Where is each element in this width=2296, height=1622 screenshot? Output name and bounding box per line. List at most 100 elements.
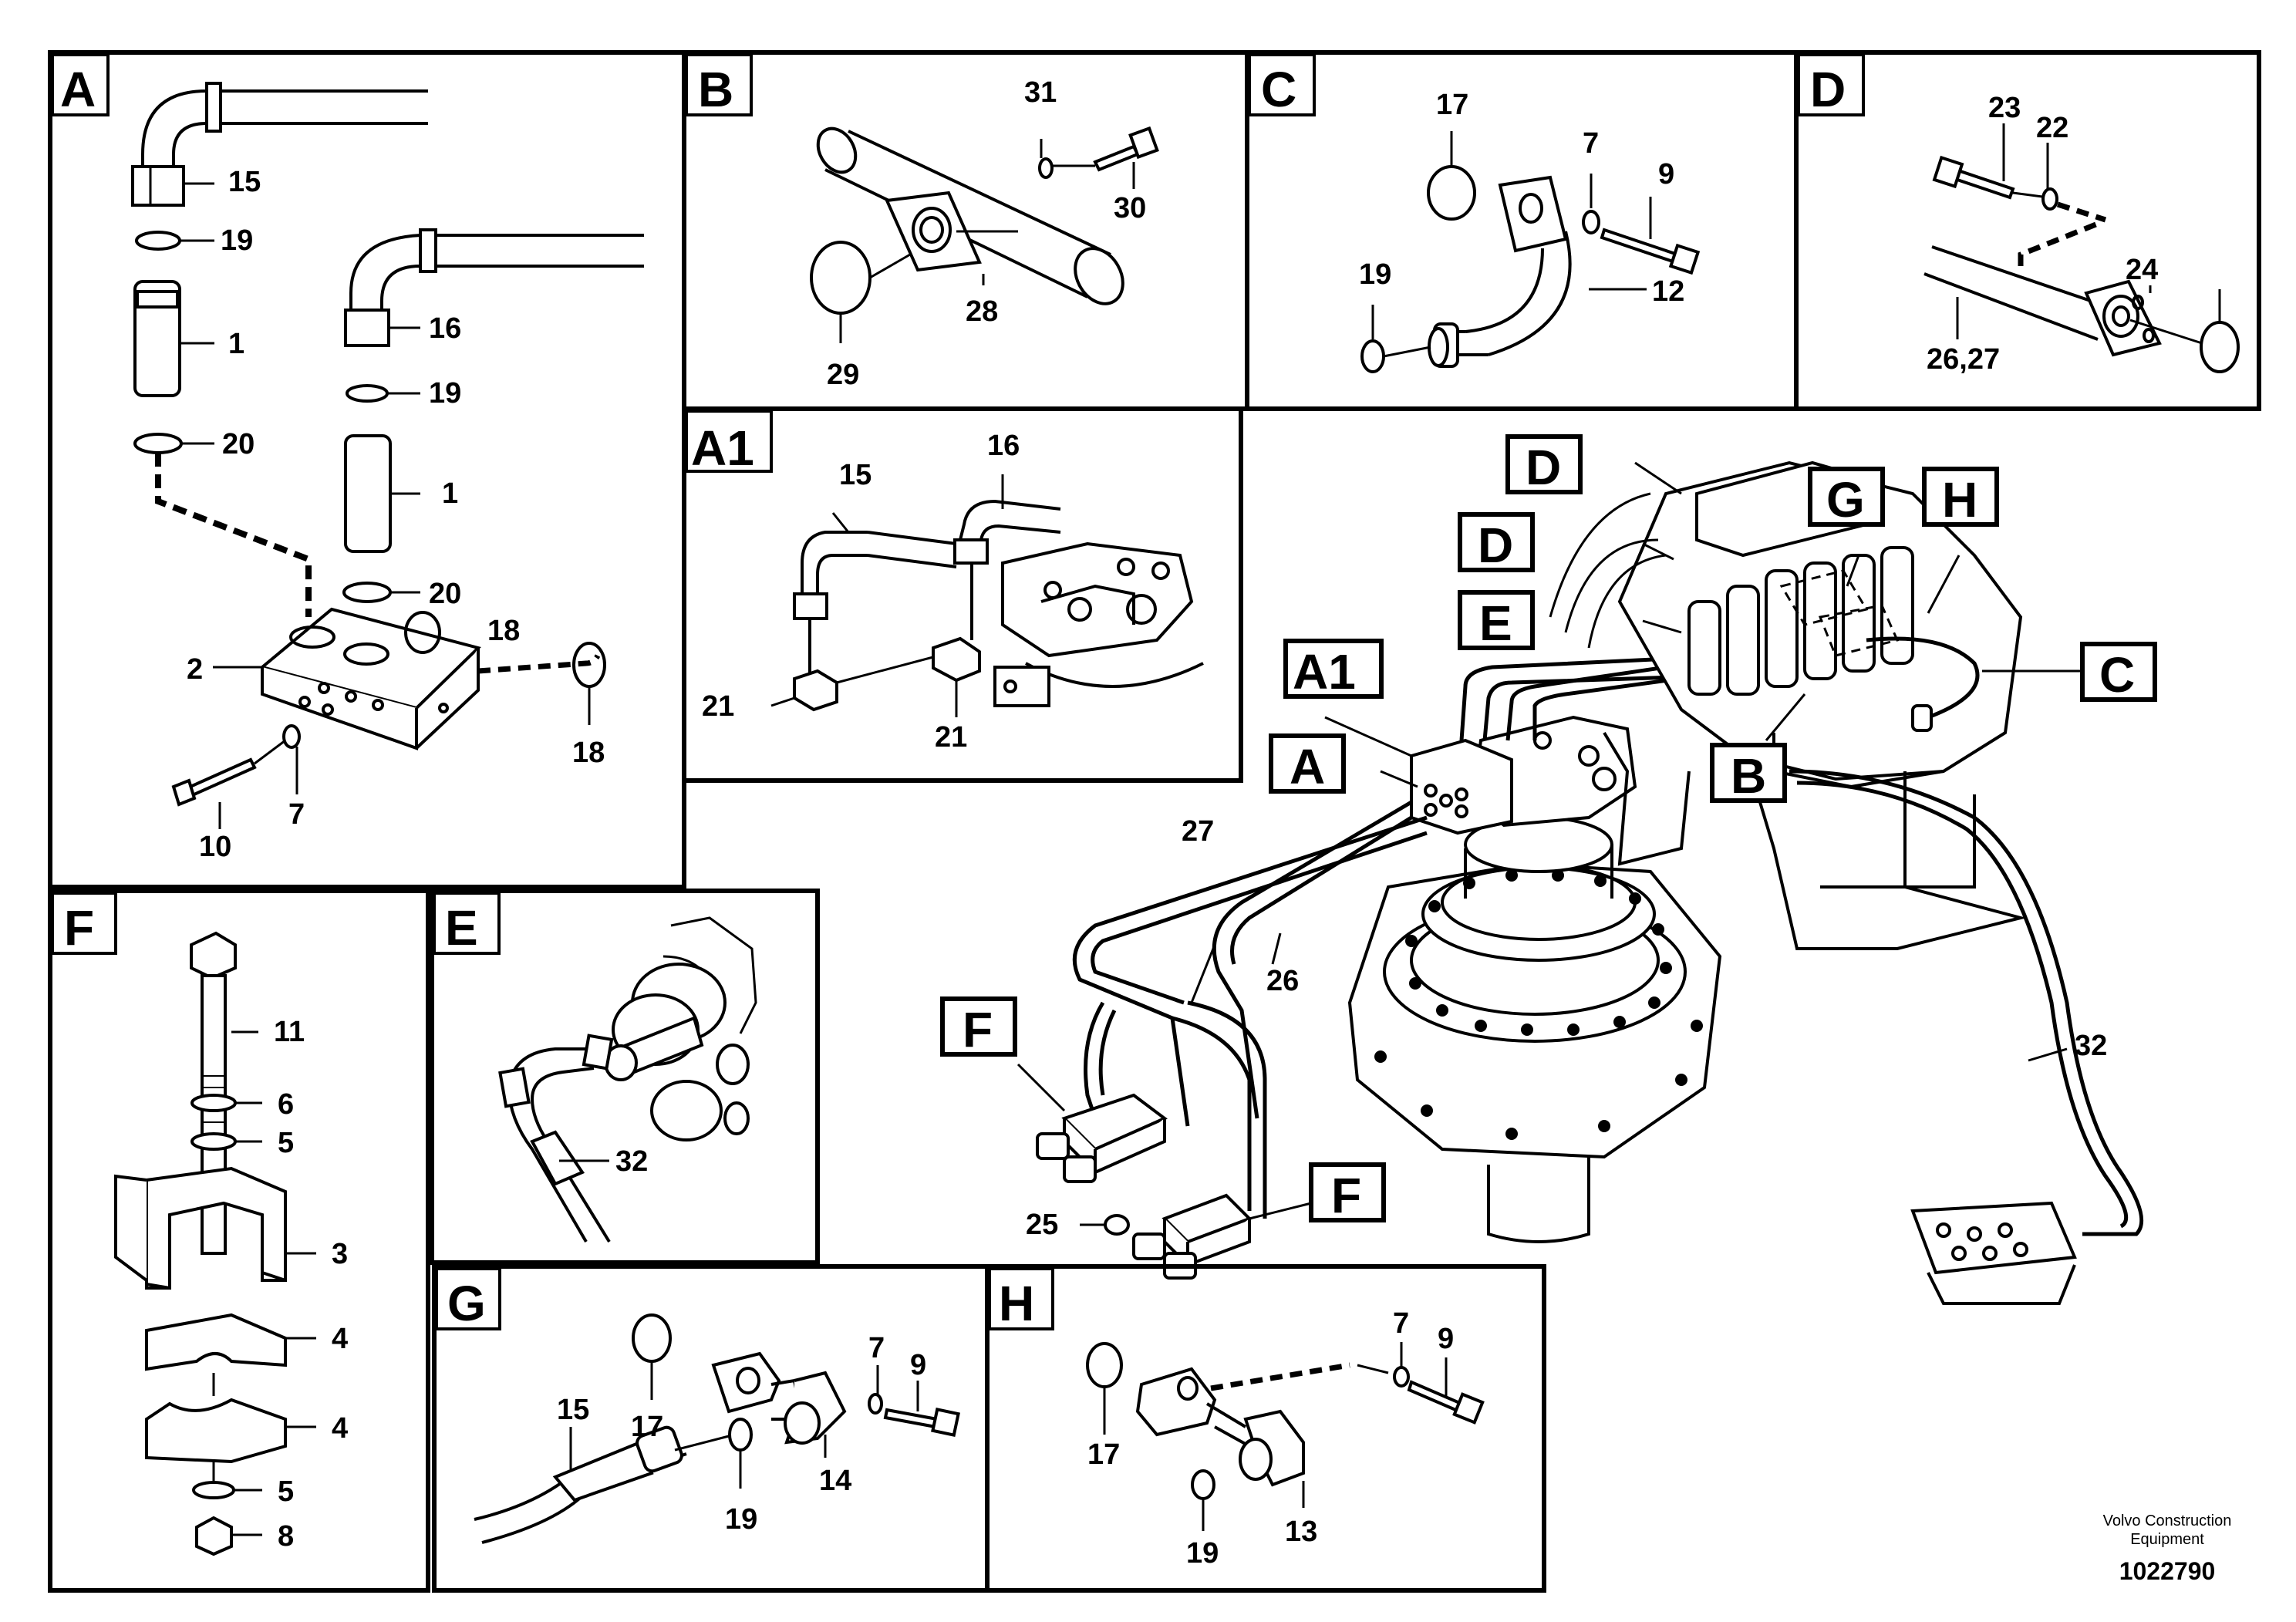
panel-h: [985, 1264, 1546, 1593]
callout: 14: [819, 1465, 851, 1497]
main-label-e: E: [1479, 595, 1512, 651]
panel-a1: [682, 406, 1243, 783]
callout: 6: [278, 1088, 294, 1121]
panel-label-a1: A1: [691, 420, 754, 476]
panel-label-e: E: [445, 900, 478, 956]
callout: 24: [2126, 254, 2158, 286]
callout: 3: [332, 1238, 348, 1270]
callout: 17: [1087, 1438, 1120, 1471]
panel-c: [1245, 50, 1799, 411]
callout: 22: [2036, 112, 2068, 144]
callout: 15: [557, 1394, 589, 1426]
main-label-g: G: [1826, 472, 1865, 528]
main-labels: D D E G H A1 A B C F F 27 26 32 25: [963, 440, 2135, 1241]
main-label-a1: A1: [1293, 644, 1356, 700]
callout: 21: [935, 721, 967, 754]
panel-f: [48, 889, 430, 1593]
main-label-a: A: [1290, 739, 1325, 794]
callout: 7: [1393, 1307, 1409, 1340]
panel-label-d: D: [1810, 62, 1846, 117]
callout: 12: [1652, 275, 1684, 308]
callout: 7: [288, 798, 305, 831]
callout: 23: [1988, 92, 2021, 124]
main-assembly: [1017, 460, 2144, 1305]
callout: 16: [429, 312, 461, 345]
panel-label-a: A: [60, 62, 96, 117]
main-label-c: C: [2099, 647, 2135, 703]
callout: 21: [702, 690, 734, 723]
callout: 9: [1658, 158, 1674, 191]
callout: 11: [274, 1016, 305, 1048]
callout: 2: [187, 653, 203, 686]
panel-b: [682, 50, 1249, 411]
panel-f-labels: F 11 6 5 3 4 4 5 8: [64, 900, 348, 1553]
callout: 17: [631, 1411, 663, 1443]
main-label-d: D: [1478, 518, 1513, 573]
callout: 10: [199, 831, 231, 863]
panel-label-g: G: [447, 1276, 486, 1331]
callout: 7: [1583, 127, 1599, 160]
callout: 15: [839, 459, 872, 491]
callout: 1: [228, 328, 244, 360]
panel-a-labels: A 15 19 1 20 16 19 1 20 18 2 18 10 7: [60, 62, 605, 863]
callout: 32: [615, 1145, 648, 1178]
panel-d-labels: D 23 22 24 26,27: [1810, 62, 2158, 376]
callout: 20: [222, 428, 255, 460]
brand-line-2: Equipment: [2130, 1531, 2204, 1548]
callout: 26,27: [1927, 343, 2000, 376]
panel-a: [48, 50, 686, 889]
callout: 19: [1186, 1537, 1219, 1570]
callout: 30: [1114, 192, 1146, 224]
footer: Volvo Construction Equipment 1022790: [2103, 1512, 2232, 1585]
main-label-boxes: [940, 434, 2157, 1222]
panel-d: [1794, 50, 2261, 411]
panel-label-f: F: [64, 900, 94, 956]
callout: 9: [1438, 1323, 1454, 1355]
panel-g: [432, 1264, 990, 1593]
panel-label-h: H: [999, 1276, 1034, 1331]
callout: 4: [332, 1412, 348, 1445]
main-label-d: D: [1526, 440, 1561, 495]
callout: 5: [278, 1475, 294, 1508]
callout: 19: [1359, 258, 1391, 291]
callout: 8: [278, 1520, 294, 1553]
callout: 18: [487, 615, 520, 647]
main-label-f: F: [1331, 1168, 1361, 1223]
panel-g-labels: G 7 9 15 17 19 14: [447, 1276, 926, 1536]
panel-e-labels: E 32: [445, 900, 648, 1178]
callout: 20: [429, 578, 461, 610]
panel-a1-labels: A1 15 16 21 21: [691, 420, 1020, 754]
callout: 29: [827, 359, 859, 391]
callout: 4: [332, 1323, 348, 1355]
main-label-f: F: [963, 1002, 993, 1057]
callout: 7: [868, 1332, 885, 1364]
callout: 31: [1024, 76, 1057, 109]
panel-label-c: C: [1261, 62, 1296, 117]
callout: 13: [1285, 1516, 1317, 1548]
callout: 9: [910, 1349, 926, 1381]
panel-b-labels: B 31 30 28 29: [698, 62, 1146, 391]
callout: 32: [2075, 1030, 2107, 1062]
callout: 17: [1436, 89, 1468, 121]
panel-label-b: B: [698, 62, 733, 117]
callout: 18: [572, 737, 605, 769]
main-label-b: B: [1731, 748, 1766, 804]
panel-c-labels: C 17 7 9 19 12: [1261, 62, 1684, 308]
callout: 16: [987, 430, 1020, 462]
main-label-h: H: [1942, 472, 1977, 528]
callout: 1: [442, 477, 458, 510]
callout: 19: [429, 377, 461, 410]
callout: 5: [278, 1127, 294, 1159]
brand-line-1: Volvo Construction: [2103, 1512, 2232, 1529]
callout: 15: [228, 166, 261, 198]
callout: 19: [725, 1503, 757, 1536]
document-number: 1022790: [2119, 1557, 2216, 1585]
panel-e: [430, 889, 820, 1265]
callout: 26: [1266, 965, 1299, 997]
callout: 19: [221, 224, 253, 257]
callout: 25: [1026, 1209, 1058, 1241]
panel-h-labels: H 7 9 17 13 19: [999, 1276, 1454, 1570]
callout: 27: [1182, 815, 1214, 848]
callout: 28: [966, 295, 998, 328]
